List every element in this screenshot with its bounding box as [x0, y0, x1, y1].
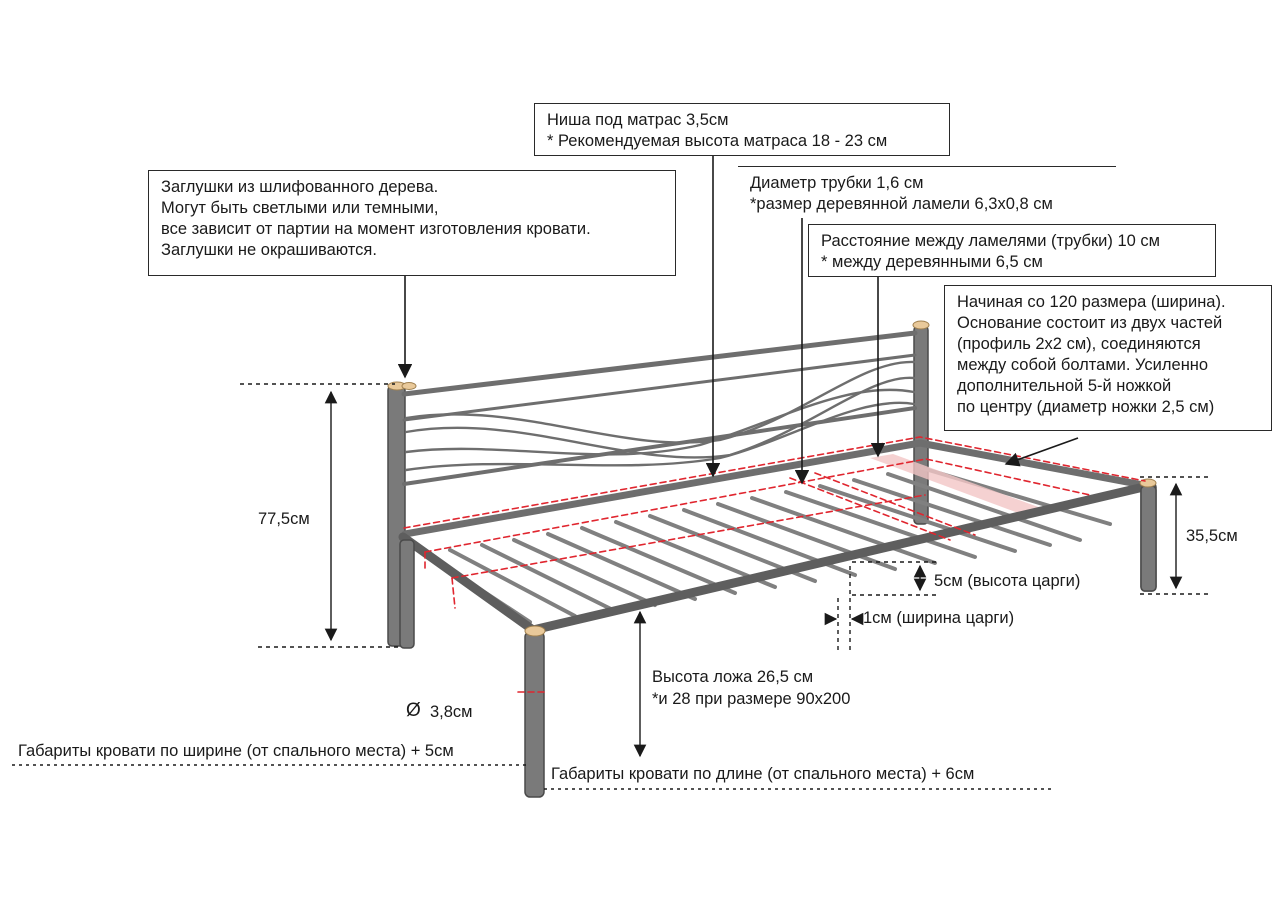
callout-mattress-niche: Ниша под матрас 3,5см * Рекомендуемая вы…: [534, 103, 950, 156]
caps-line-4: Заглушки не окрашиваются.: [161, 241, 377, 259]
front-leg: [524, 631, 545, 798]
bed-height-note: *и 28 при размере 90х200: [652, 690, 851, 708]
caps-line-1: Заглушки из шлифованного дерева.: [161, 178, 439, 196]
callout-tube-diameter: Диаметр трубки 1,6 см *размер деревянной…: [738, 166, 1116, 218]
callout-base-note: Начиная со 120 размера (ширина). Основан…: [944, 285, 1272, 431]
niche-line-1: Ниша под матрас 3,5см: [547, 111, 729, 129]
slat-line-2: * между деревянными 6,5 см: [821, 253, 1043, 271]
base-line-6: по центру (диаметр ножки 2,5 см): [957, 398, 1215, 416]
diameter-symbol: Ø: [406, 700, 421, 721]
leg-height-label: 35,5см: [1186, 527, 1238, 545]
leader-lines: [397, 156, 1079, 485]
base-line-2: Основание состоит из двух частей: [957, 314, 1223, 332]
callout-slat-spacing: Расстояние между ламелями (трубки) 10 см…: [808, 224, 1216, 277]
base-line-5: дополнительной 5-й ножкой: [957, 377, 1172, 395]
tube-line-2: *размер деревянной ламели 6,3х0,8 см: [750, 195, 1053, 213]
tube-line-1: Диаметр трубки 1,6 см: [750, 174, 924, 192]
rail-width-label: 1см (ширина царги): [863, 609, 1015, 627]
slat-line-1: Расстояние между ламелями (трубки) 10 см: [821, 232, 1160, 250]
slat-highlight: [870, 454, 1052, 517]
rail-height-label: 5см (высота царги): [934, 572, 1081, 590]
bed-height-label: Высота ложа 26,5 см: [652, 668, 814, 686]
leader-base: [1004, 437, 1079, 467]
headboard: [401, 330, 918, 486]
length-overall-label: Габариты кровати по длине (от спального …: [551, 765, 975, 783]
headboard-height-label: 77,5см: [258, 510, 310, 528]
width-overall-label: Габариты кровати по ширине (от спального…: [18, 742, 454, 760]
back-right-leg-front: [1140, 485, 1157, 592]
callout-caps: Заглушки из шлифованного дерева. Могут б…: [148, 170, 676, 276]
base-line-1: Начиная со 120 размера (ширина).: [957, 293, 1226, 311]
dimension-lines: [12, 383, 1210, 790]
caps-line-2: Могут быть светлыми или темными,: [161, 199, 439, 217]
caps-line-3: все зависит от партии на момент изготовл…: [161, 220, 591, 238]
front-left-leg-2: [399, 539, 415, 649]
base-line-3: (профиль 2х2 см), соединяются: [957, 335, 1201, 353]
slats: [426, 466, 1112, 624]
leg-diameter-label: 3,8см: [430, 703, 473, 721]
base-line-4: между собой болтами. Усиленно: [957, 356, 1209, 374]
bed-frame: [387, 320, 1157, 798]
wood-caps: [387, 320, 1157, 637]
red-dash-outline: [403, 436, 1146, 693]
niche-line-2: * Рекомендуемая высота матраса 18 - 23 с…: [547, 132, 888, 150]
